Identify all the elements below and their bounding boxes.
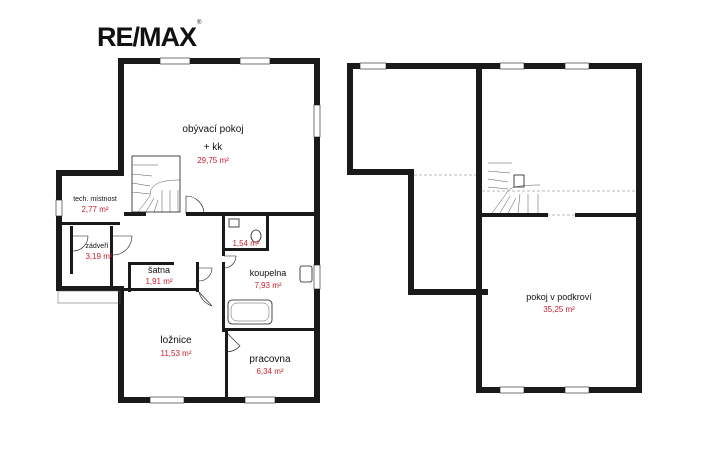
logo-text: RE/MAX (97, 22, 197, 52)
window (149, 396, 185, 404)
wall (222, 248, 267, 251)
window (244, 396, 276, 404)
room-area-wc: 1,54 m² (232, 239, 259, 248)
room-label-loznice: ložnice (160, 335, 192, 346)
wall (225, 331, 228, 401)
room-label-podkrovi: pokoj v podkroví (526, 292, 592, 302)
wall (56, 170, 62, 290)
wc-basin (228, 218, 240, 228)
stair-treads (487, 162, 541, 214)
wall (128, 262, 131, 292)
window (499, 62, 525, 70)
wall (196, 262, 199, 292)
wall (56, 170, 124, 176)
window (359, 62, 387, 70)
door-swing (223, 255, 237, 269)
wall (118, 397, 320, 403)
bathroom-sink (299, 265, 313, 283)
stair-treads (131, 164, 181, 213)
wall (347, 63, 353, 175)
window (55, 199, 63, 217)
wall (118, 290, 124, 403)
door-swing (198, 291, 213, 307)
room-label-pracovna: pracovna (249, 354, 291, 365)
door-swing (185, 195, 205, 215)
room-area-podkrovi: 35,25 m² (543, 305, 575, 314)
room-area-satna: 1,91 m² (145, 277, 172, 286)
stair-post (513, 174, 525, 188)
wall (62, 222, 120, 225)
entrance-step (57, 290, 121, 304)
wall (128, 262, 174, 265)
window (564, 62, 590, 70)
window (313, 264, 321, 290)
wall (408, 289, 488, 295)
wall (476, 387, 642, 393)
wall (347, 63, 642, 69)
door-swing (225, 331, 241, 353)
room-label-obyvaci-line2: + kk (204, 142, 224, 153)
toilet (250, 229, 262, 243)
room-label-zadveri: zádveří (86, 243, 109, 250)
room-area-zadveri: 3,19 m² (85, 252, 112, 261)
wall (266, 216, 269, 251)
door-swing (72, 235, 89, 252)
wall (347, 169, 413, 175)
room-label-tech: tech. místnost (73, 196, 117, 203)
window (499, 386, 525, 394)
room-label-koupelna: koupelna (250, 268, 287, 278)
remax-logo: RE/MAX® (97, 20, 201, 52)
window (159, 57, 191, 65)
ground-floor: obývací pokoj + kk 29,75 m² tech. místno… (55, 57, 321, 404)
wall (636, 63, 642, 393)
wall (222, 262, 225, 332)
wall (476, 63, 482, 393)
attic-staircase (487, 162, 541, 214)
door-swing (198, 267, 213, 282)
window (564, 386, 590, 394)
wall (56, 286, 124, 291)
wall (186, 212, 317, 216)
room-area-loznice: 11,53 m² (161, 349, 192, 358)
bathtub (227, 299, 273, 325)
wall (222, 328, 317, 331)
bathtub-inner (230, 302, 270, 322)
wall (110, 226, 113, 286)
window (239, 57, 271, 65)
wall (118, 58, 320, 64)
room-area-pracovna: 6,34 m² (256, 367, 283, 376)
wall (70, 226, 73, 274)
attic-floor: pokoj v podkroví 35,25 m² (347, 62, 642, 394)
door-swing (112, 235, 133, 256)
registered-mark: ® (197, 20, 202, 26)
wall (408, 169, 414, 295)
room-area-obyvaci: 29,75 m² (197, 156, 229, 165)
stair-outline (131, 155, 181, 213)
staircase (131, 155, 181, 213)
wall (124, 212, 146, 216)
wall (124, 288, 199, 291)
stair-opening-edge (482, 213, 548, 217)
wall (222, 216, 225, 256)
room-area-koupelna: 7,93 m² (254, 281, 281, 290)
room-label-obyvaci-line1: obývací pokoj (182, 124, 243, 135)
window (313, 104, 321, 138)
wall (314, 58, 320, 403)
wall (118, 58, 124, 176)
room-area-tech: 2,77 m² (81, 205, 108, 214)
stair-opening-edge (575, 213, 636, 217)
room-label-satna: šatna (148, 265, 170, 275)
